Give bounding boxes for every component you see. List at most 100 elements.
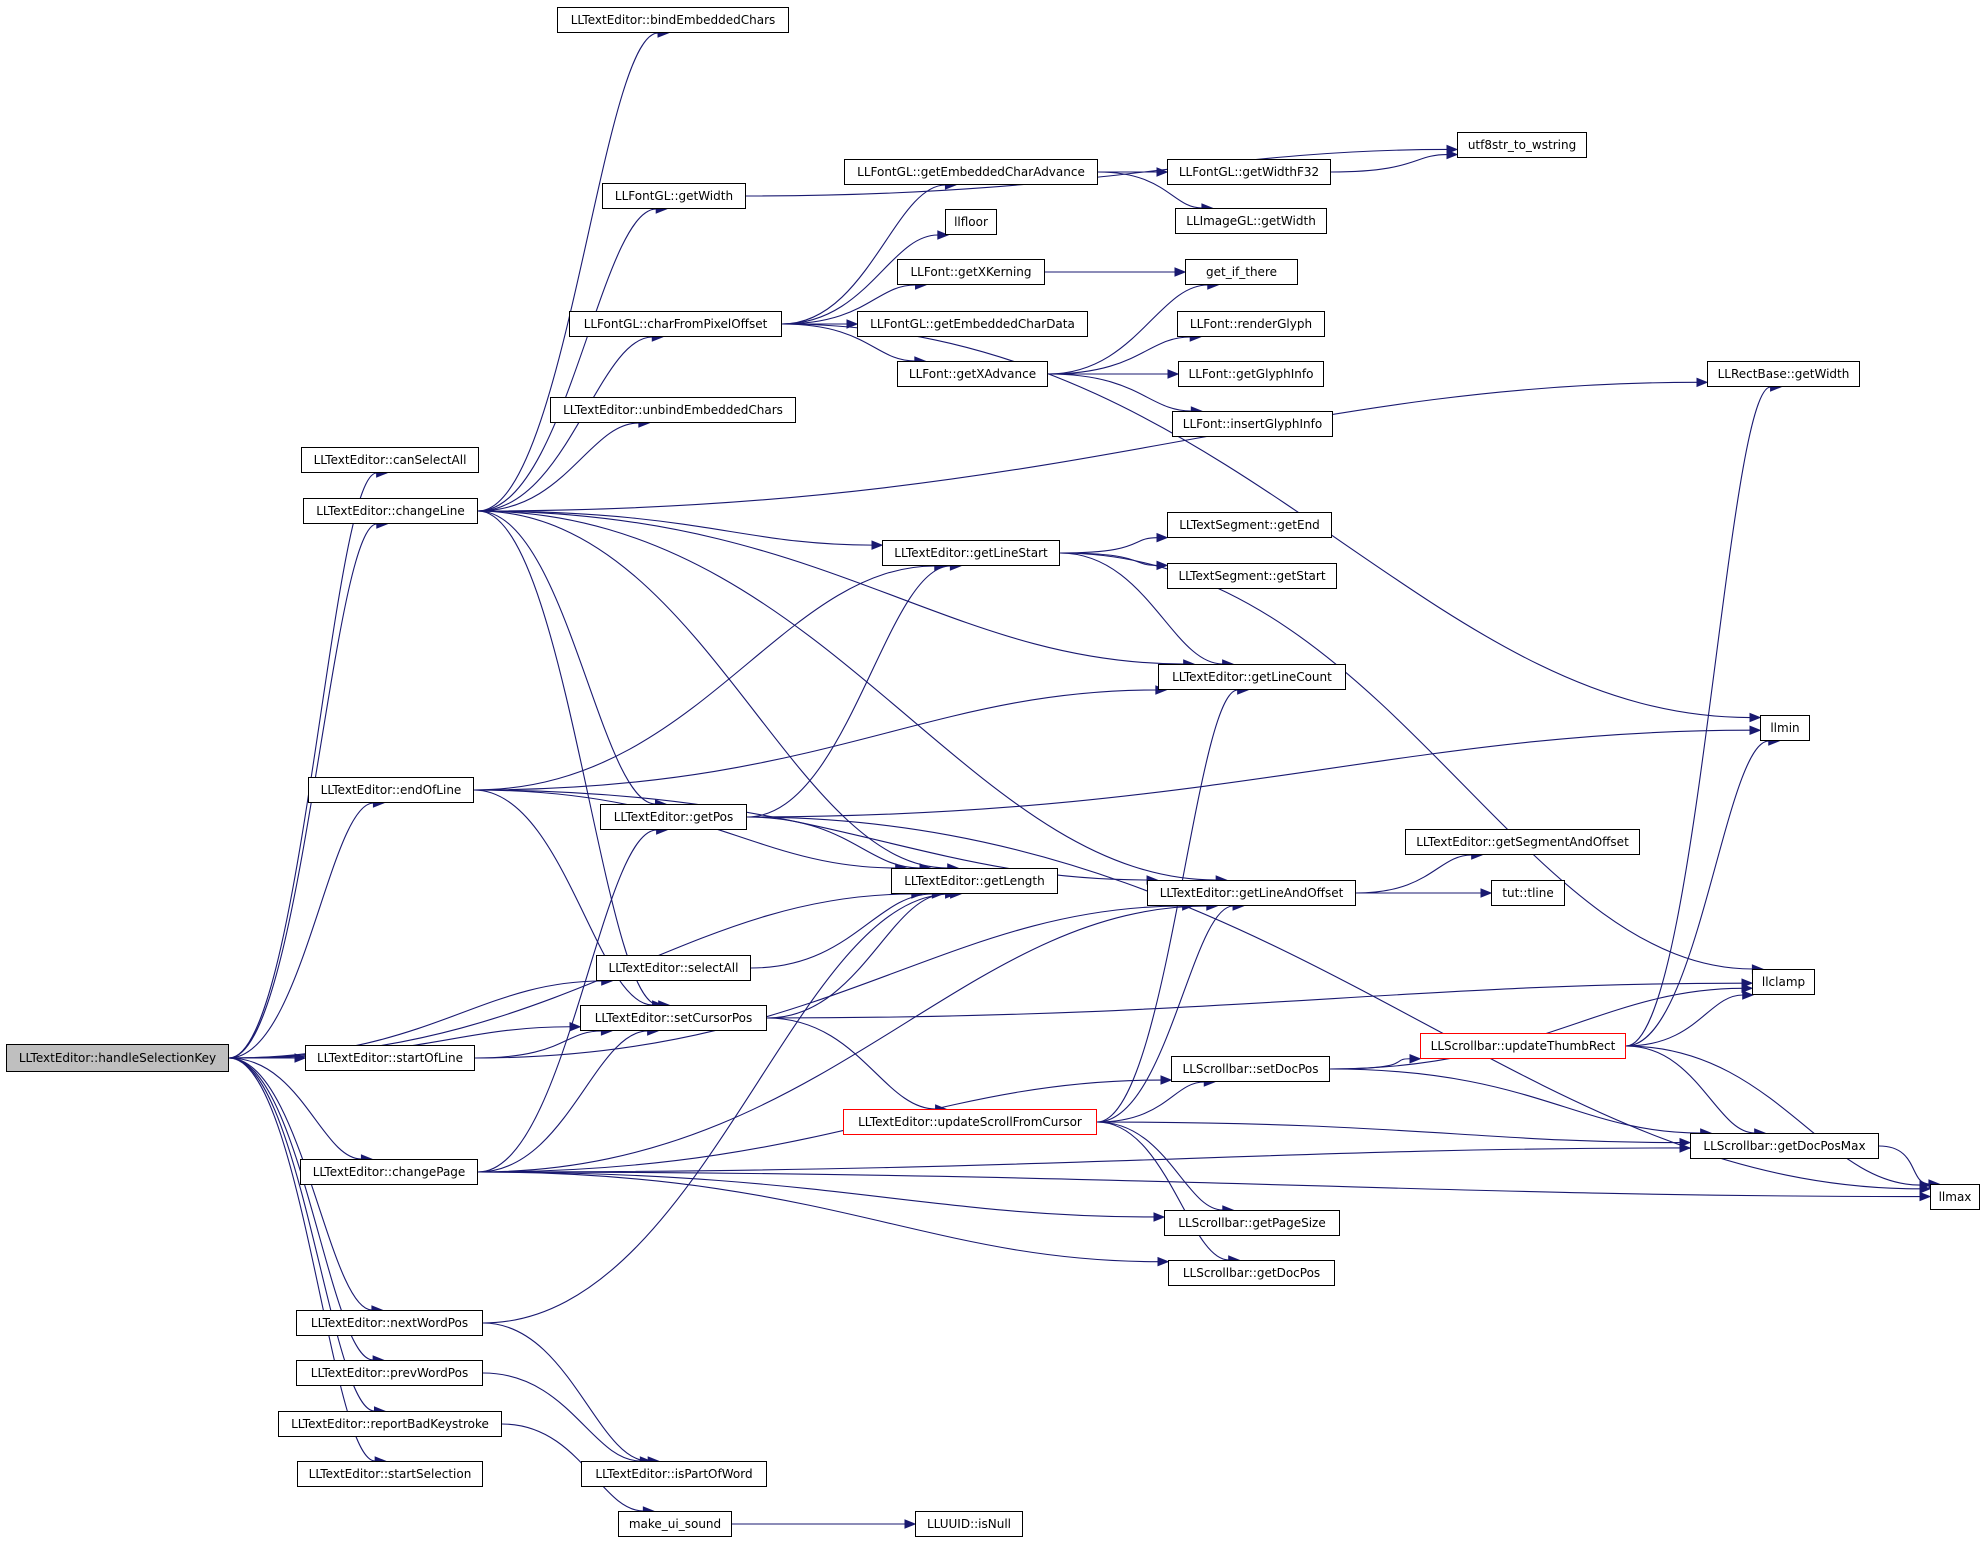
node-change-line[interactable]: LLTextEditor::changeLine: [303, 498, 478, 524]
node-get-xadvance[interactable]: LLFont::getXAdvance: [897, 361, 1048, 387]
node-select-all[interactable]: LLTextEditor::selectAll: [596, 955, 751, 981]
edge-set-doc-pos-to-update-thumb-rect: [1329, 1058, 1411, 1070]
node-llmin[interactable]: llmin: [1760, 715, 1810, 741]
node-end-of-line[interactable]: LLTextEditor::endOfLine: [308, 777, 474, 803]
node-start-of-line[interactable]: LLTextEditor::startOfLine: [305, 1045, 475, 1071]
node-get-embedded-char-advance[interactable]: LLFontGL::getEmbeddedCharAdvance: [844, 159, 1098, 185]
edge-get-pos-to-llmin: [746, 729, 1751, 818]
edge-handle-selection-key-to-end-of-line: [228, 802, 374, 1059]
edge-get-xadvance-to-render-glyph: [1047, 336, 1191, 375]
arrowhead-set-doc-pos: [1160, 1075, 1173, 1085]
edge-change-line-to-char-from-pixel-offset: [477, 336, 653, 512]
node-char-from-pixel-offset[interactable]: LLFontGL::charFromPixelOffset: [569, 311, 782, 337]
edge-update-scroll-from-cursor-to-get-line-count: [1096, 689, 1238, 1123]
node-get-length[interactable]: LLTextEditor::getLength: [891, 868, 1058, 894]
edge-start-of-line-to-set-cursor-pos: [474, 1030, 602, 1059]
edge-update-scroll-from-cursor-to-set-doc-pos: [1096, 1081, 1205, 1123]
arrowhead-llclamp: [1741, 983, 1754, 994]
node-llclamp[interactable]: llclamp: [1752, 969, 1815, 995]
node-llfont-gl-get-width[interactable]: LLFontGL::getWidth: [602, 183, 746, 209]
node-is-null[interactable]: LLUUID::isNull: [915, 1511, 1023, 1537]
node-can-select-all[interactable]: LLTextEditor::canSelectAll: [301, 447, 479, 473]
node-bind-embedded-chars[interactable]: LLTextEditor::bindEmbeddedChars: [557, 7, 789, 33]
node-get-glyph-info[interactable]: LLFont::getGlyphInfo: [1178, 361, 1324, 387]
edge-update-thumb-rect-to-llmin: [1625, 740, 1769, 1047]
node-render-glyph[interactable]: LLFont::renderGlyph: [1177, 311, 1325, 337]
node-get-end[interactable]: LLTextSegment::getEnd: [1167, 512, 1332, 538]
node-llfloor[interactable]: llfloor: [945, 209, 997, 235]
node-get-width-f32[interactable]: LLFontGL::getWidthF32: [1167, 159, 1331, 185]
node-llmax[interactable]: llmax: [1930, 1184, 1980, 1210]
edge-update-scroll-from-cursor-to-get-doc-pos: [1096, 1121, 1229, 1261]
edge-change-line-to-llfont-gl-get-width: [477, 208, 657, 512]
node-get-line-start[interactable]: LLTextEditor::getLineStart: [882, 540, 1060, 566]
edge-next-word-pos-to-is-part-of-word: [482, 1322, 649, 1462]
node-get-doc-pos[interactable]: LLScrollbar::getDocPos: [1168, 1260, 1335, 1286]
arrowhead-get-doc-pos-max: [1679, 1143, 1692, 1153]
edge-llfont-gl-get-width-to-utf8str-to-wstring: [745, 148, 1448, 197]
edge-get-pos-to-get-line-start: [746, 565, 951, 818]
node-make-ui-sound[interactable]: make_ui_sound: [618, 1511, 732, 1537]
node-update-scroll-from-cursor[interactable]: LLTextEditor::updateScrollFromCursor: [843, 1109, 1097, 1135]
node-get-pos[interactable]: LLTextEditor::getPos: [600, 804, 747, 830]
edge-handle-selection-key-to-change-page: [228, 1057, 362, 1160]
edge-get-pos-to-get-length: [746, 816, 921, 869]
arrowhead-get-line-start: [871, 540, 884, 550]
edge-get-embedded-char-advance-to-llimage-gl-get-width: [1097, 171, 1202, 209]
arrowhead-llmin: [1749, 725, 1762, 735]
node-get-if-there[interactable]: get_if_there: [1185, 259, 1298, 285]
node-prev-word-pos[interactable]: LLTextEditor::prevWordPos: [296, 1360, 483, 1386]
arrowhead-is-null: [904, 1519, 917, 1529]
node-get-segment-and-offset[interactable]: LLTextEditor::getSegmentAndOffset: [1405, 829, 1640, 855]
node-get-line-count[interactable]: LLTextEditor::getLineCount: [1158, 664, 1346, 690]
node-get-line-and-offset[interactable]: LLTextEditor::getLineAndOffset: [1147, 880, 1356, 906]
edge-select-all-to-get-length: [750, 893, 933, 969]
node-handle-selection-key: LLTextEditor::handleSelectionKey: [6, 1044, 229, 1072]
edge-change-line-to-get-line-count: [477, 510, 1184, 665]
node-is-part-of-word[interactable]: LLTextEditor::isPartOfWord: [581, 1461, 767, 1487]
arrowhead-tut-tline: [1480, 888, 1493, 898]
node-set-doc-pos[interactable]: LLScrollbar::setDocPos: [1171, 1056, 1330, 1082]
node-report-bad-keystroke[interactable]: LLTextEditor::reportBadKeystroke: [278, 1411, 502, 1437]
node-get-doc-pos-max[interactable]: LLScrollbar::getDocPosMax: [1690, 1133, 1879, 1159]
node-change-page[interactable]: LLTextEditor::changePage: [300, 1159, 478, 1185]
node-get-xkerning[interactable]: LLFont::getXKerning: [897, 259, 1045, 285]
edge-change-line-to-get-line-and-offset: [477, 510, 1217, 881]
edge-set-cursor-pos-to-update-scroll-from-cursor: [766, 1017, 936, 1110]
node-set-cursor-pos[interactable]: LLTextEditor::setCursorPos: [580, 1005, 767, 1031]
node-start-selection[interactable]: LLTextEditor::startSelection: [297, 1461, 483, 1487]
edge-update-thumb-rect-to-llrect-base-get-width: [1625, 386, 1771, 1047]
edge-char-from-pixel-offset-to-get-embedded-char-advance: [781, 184, 946, 325]
edge-update-scroll-from-cursor-to-get-doc-pos-max: [1096, 1121, 1681, 1144]
node-unbind-embedded-chars[interactable]: LLTextEditor::unbindEmbeddedChars: [550, 397, 796, 423]
arrowhead-get-glyph-info: [1167, 369, 1180, 379]
arrowhead-llrect-base-get-width: [1696, 377, 1709, 388]
edge-end-of-line-to-get-line-start: [473, 565, 935, 791]
edge-prev-word-pos-to-is-part-of-word: [482, 1372, 641, 1462]
edge-change-line-to-bind-embedded-chars: [477, 32, 659, 512]
node-utf8str-to-wstring[interactable]: utf8str_to_wstring: [1457, 132, 1587, 158]
node-get-embedded-char-data[interactable]: LLFontGL::getEmbeddedCharData: [857, 311, 1088, 337]
edge-get-width-f32-to-utf8str-to-wstring: [1330, 153, 1448, 173]
node-get-page-size[interactable]: LLScrollbar::getPageSize: [1164, 1210, 1340, 1236]
edge-change-page-to-get-pos: [477, 829, 657, 1173]
node-llrect-base-get-width[interactable]: LLRectBase::getWidth: [1707, 361, 1860, 387]
edge-change-page-to-get-doc-pos: [477, 1171, 1159, 1263]
node-llimage-gl-get-width[interactable]: LLImageGL::getWidth: [1175, 208, 1327, 234]
edge-change-line-to-llrect-base-get-width: [477, 381, 1698, 512]
node-insert-glyph-info[interactable]: LLFont::insertGlyphInfo: [1172, 411, 1333, 437]
node-next-word-pos[interactable]: LLTextEditor::nextWordPos: [296, 1310, 483, 1336]
arrowhead-llfloor: [937, 230, 950, 240]
node-update-thumb-rect[interactable]: LLScrollbar::updateThumbRect: [1420, 1033, 1626, 1059]
edge-set-doc-pos-to-get-doc-pos-max: [1329, 1068, 1701, 1134]
arrowhead-set-cursor-pos: [569, 1022, 582, 1032]
node-get-start[interactable]: LLTextSegment::getStart: [1167, 563, 1337, 589]
node-tut-tline[interactable]: tut::tline: [1491, 880, 1565, 906]
edge-change-page-to-llmax: [477, 1171, 1921, 1198]
edge-get-xadvance-to-insert-glyph-info: [1047, 373, 1192, 412]
edge-update-thumb-rect-to-llclamp: [1625, 994, 1743, 1047]
edge-char-from-pixel-offset-to-get-xadvance: [781, 323, 915, 362]
edge-change-page-to-set-cursor-pos: [477, 1030, 648, 1173]
edge-change-page-to-get-line-and-offset: [477, 905, 1207, 1173]
